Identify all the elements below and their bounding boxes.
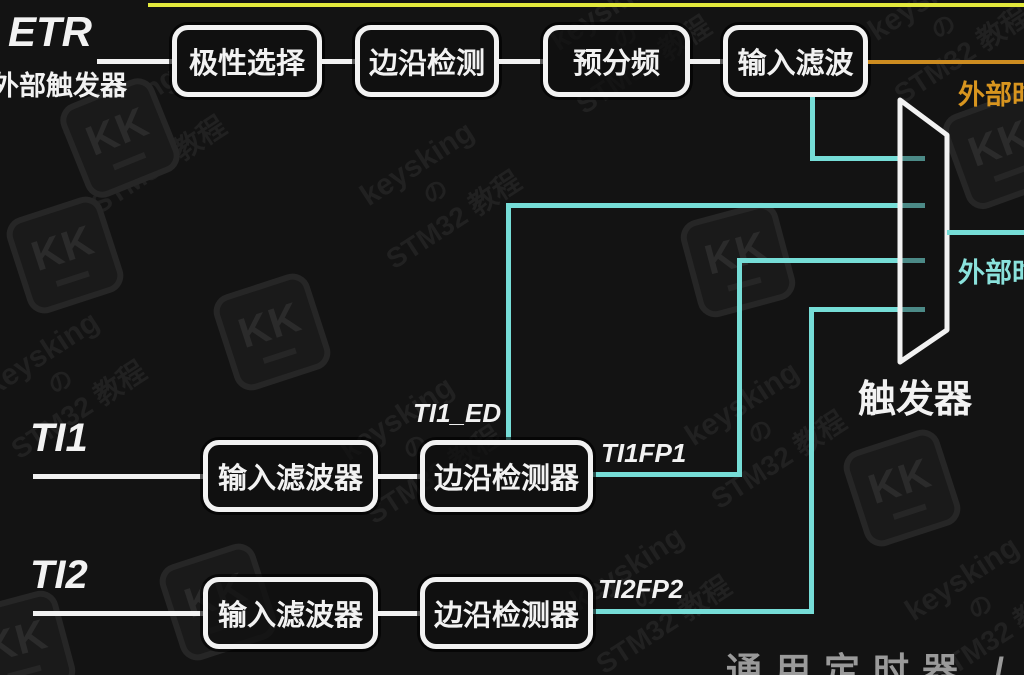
etrf-line-horizontal [810,156,925,161]
connector-line [499,59,543,64]
footer-caption: 通用定时器 / 高 [726,650,1024,675]
ti1-ed-line-vertical [506,203,511,443]
etrf-line-vertical [810,97,815,161]
ti2fp2-tag: TI2FP2 [598,574,684,604]
ti2fp2-line-out [593,609,814,614]
ti1-ed-line-horizontal [506,203,925,208]
ti2-input-line [33,611,203,616]
ti1-input-filter-box: 输入滤波器 [203,440,378,512]
etr-signal-label: ETR [8,8,92,55]
ti2fp2-line-horizontal [809,307,925,312]
ti2fp2-line-vertical [809,307,814,614]
top-yellow-line [148,3,1024,7]
etrf-orange-line [868,60,1024,64]
edge-detect-box: 边沿检测 [355,25,499,97]
trigger-mux-shape [897,97,950,365]
ti2-input-filter-box: 输入滤波器 [203,577,378,649]
ti1fp1-line-out [593,472,742,477]
ti2-signal-label: TI2 [30,553,88,597]
ti1-input-line [33,474,203,479]
ti1fp1-tag: TI1FP1 [601,438,687,468]
ti1fp1-line-vertical [737,258,742,477]
mux-output-line [947,230,1024,235]
input-filter-box: 输入滤波 [723,25,868,97]
external-clock-mode1-label: 外部时 [958,258,1024,288]
connector-line [378,611,420,616]
connector-line [322,59,355,64]
ti1-edge-detector-box: 边沿检测器 [420,440,593,512]
etr-sublabel: 外部触发器 [0,71,127,101]
polarity-select-box: 极性选择 [172,25,322,97]
connector-line [378,474,420,479]
ti1-signal-label: TI1 [30,416,88,460]
trigger-mux-label: 触发器 [858,379,973,421]
external-clock-mode2-label: 外部时 [958,80,1024,110]
ti2-edge-detector-box: 边沿检测器 [420,577,593,649]
ti1fp1-line-horizontal [737,258,925,263]
etr-input-line [97,59,172,64]
prescaler-box: 预分频 [543,25,690,97]
ti1-ed-tag: TI1_ED [413,398,502,428]
connector-line [690,59,723,64]
